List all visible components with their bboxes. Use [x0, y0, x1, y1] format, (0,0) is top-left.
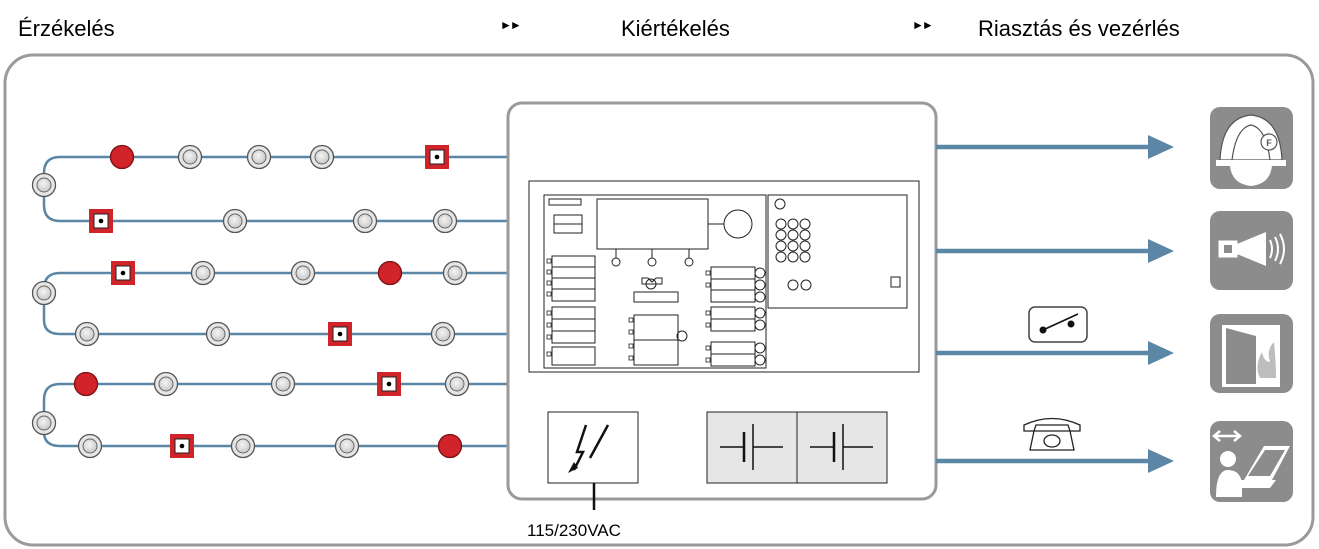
manual-call-point	[376, 371, 402, 397]
detector	[246, 144, 272, 170]
detector	[270, 371, 296, 397]
arrow-head	[1148, 135, 1174, 159]
firefighter-helmet-icon: F	[1210, 107, 1293, 189]
detector	[74, 321, 100, 347]
flow-arrow-2: ►►	[912, 18, 934, 32]
stage-detection-label: Érzékelés	[18, 16, 115, 41]
manual-call-point	[327, 321, 353, 347]
detector	[309, 144, 335, 170]
detector	[205, 321, 231, 347]
arrow-head	[1148, 341, 1174, 365]
detector	[444, 371, 470, 397]
detector	[77, 433, 103, 459]
detector	[153, 371, 179, 397]
detector-loop3-corner	[31, 410, 57, 436]
detector	[352, 208, 378, 234]
detector-loops	[42, 155, 508, 448]
detector-alarm-red	[73, 371, 99, 397]
detector	[334, 433, 360, 459]
detector	[290, 260, 316, 286]
panel-front	[528, 180, 920, 373]
manual-call-point	[424, 144, 450, 170]
detector	[230, 433, 256, 459]
svg-text:F: F	[1266, 138, 1272, 148]
manual-call-point	[110, 260, 136, 286]
arrow-head	[1148, 239, 1174, 263]
telephone-icon	[1023, 417, 1081, 451]
detector-alarm-red	[109, 144, 135, 170]
detector-alarm-red	[377, 260, 403, 286]
power-supply-module	[547, 411, 639, 510]
detector-alarm-red	[437, 433, 463, 459]
stage-evaluation-label: Kiértékelés	[621, 16, 730, 41]
stage-alarm-label: Riasztás és vezérlés	[978, 16, 1180, 41]
detector	[190, 260, 216, 286]
siren-horn-icon	[1210, 211, 1293, 290]
detector	[222, 208, 248, 234]
flow-arrow-1: ►►	[500, 18, 522, 32]
battery-module	[706, 411, 888, 484]
detector	[430, 321, 456, 347]
service-technician-icon	[1210, 421, 1293, 502]
detector-loop2-corner	[31, 280, 57, 306]
detector-loop1-corner	[31, 172, 57, 198]
manual-call-point	[169, 433, 195, 459]
detector	[432, 208, 458, 234]
output-arrows	[936, 144, 1150, 464]
fire-door-icon	[1210, 314, 1293, 393]
detector	[177, 144, 203, 170]
detector	[442, 260, 468, 286]
power-input-label: 115/230VAC	[527, 521, 621, 540]
manual-call-point	[88, 208, 114, 234]
switch-contact-icon	[1028, 306, 1088, 343]
arrow-head	[1148, 449, 1174, 473]
outer-frame	[3, 53, 1315, 547]
